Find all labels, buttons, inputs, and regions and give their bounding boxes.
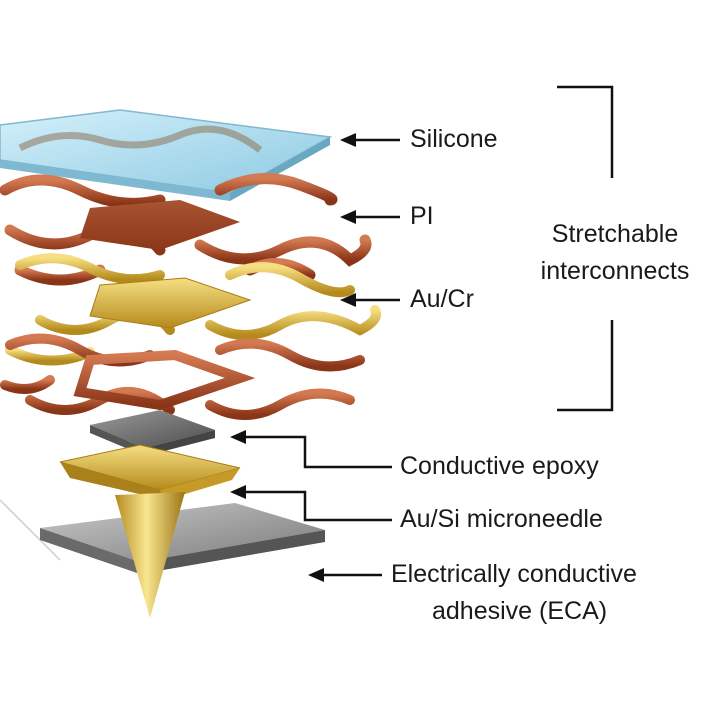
label-stretchable-line2: interconnects: [540, 257, 690, 285]
lower-copper-layer: [0, 333, 365, 420]
needle-spike: [115, 492, 185, 618]
au-cr-layer: [5, 253, 381, 366]
eca-plate: [40, 503, 325, 574]
leader-lines: [230, 85, 614, 582]
label-microneedle: Au/Si microneedle: [400, 505, 603, 533]
label-stretchable-line1: Stretchable: [551, 220, 679, 248]
label-silicone: Silicone: [410, 125, 498, 153]
label-pi: PI: [410, 202, 434, 230]
label-conductive-epoxy: Conductive epoxy: [400, 452, 599, 480]
label-au-cr: Au/Cr: [410, 285, 474, 313]
microneedle: [59, 444, 241, 500]
silicone-layer: [0, 109, 333, 201]
label-eca-line2: adhesive (ECA): [432, 597, 608, 625]
label-eca-line1: Electrically conductive: [391, 560, 637, 588]
